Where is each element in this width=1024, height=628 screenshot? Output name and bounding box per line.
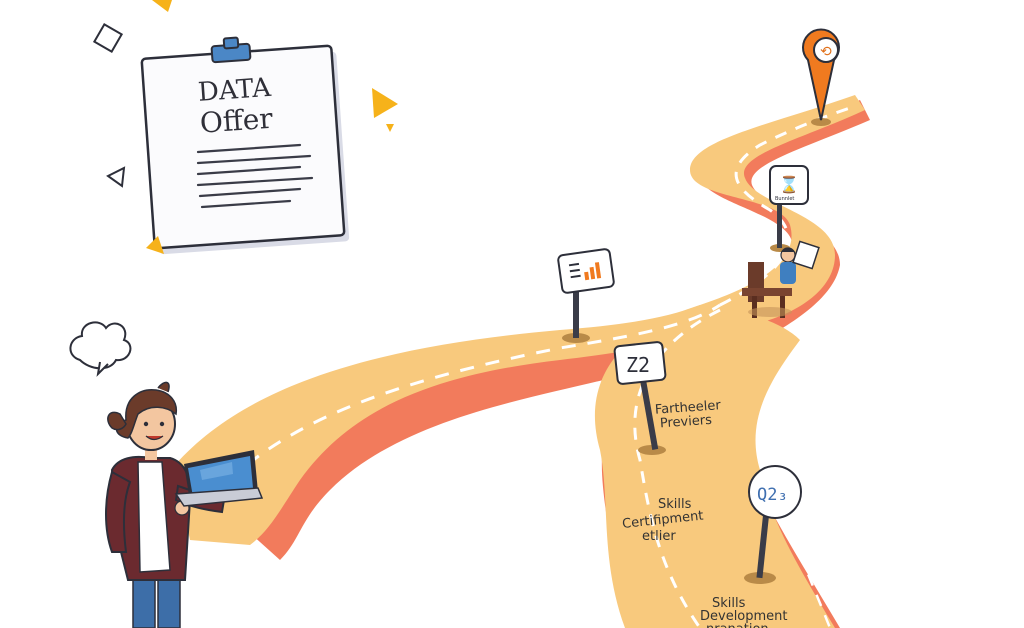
paper-clip-icon (210, 36, 252, 64)
laptop-icon (174, 450, 264, 507)
road-label-3: Skills (712, 596, 746, 611)
woman-with-laptop (105, 381, 264, 628)
lane-dashes-left (208, 303, 721, 501)
hourglass-icon: ⌛ (779, 175, 799, 194)
road-labels: Fartheeler Previers Skills Certifipment … (621, 398, 787, 628)
road-label-1b: Previers (659, 413, 712, 432)
seated-worker (742, 240, 820, 318)
mid-sign-label: Z2 (626, 353, 650, 377)
triangle-outline-icon (106, 166, 126, 188)
document-title-line2: Offer (199, 102, 275, 140)
mid-signpost: Z2 (613, 341, 667, 455)
upper-sign-caption: Bunnlet (775, 196, 794, 202)
road-lower-branch (594, 305, 835, 628)
winding-road (175, 95, 870, 628)
document-title-line1: DATA (197, 73, 273, 108)
road-label-3b: Development (700, 609, 788, 624)
target-icon: ⟲ (820, 44, 832, 60)
document-text-lines (196, 143, 314, 209)
lane-dashes-upper (719, 106, 851, 307)
decorative-shapes (92, 0, 398, 254)
bar-chart-icon (568, 262, 602, 281)
road-label-1: Fartheeler (654, 398, 721, 418)
square-outline-icon (92, 22, 124, 54)
data-offer-document: DATA Offer (140, 36, 350, 255)
road-upper-branch (690, 95, 865, 330)
chart-signpost (557, 248, 615, 343)
triangle-yellow-small-icon (386, 124, 394, 132)
lower-sign-label: Q2₃ (757, 485, 788, 505)
triangle-yellow-icon (372, 88, 398, 118)
lower-signpost: Q2₃ (744, 465, 802, 584)
destination-marker: ⟲ (802, 28, 840, 126)
road-label-2: Skills (658, 497, 692, 512)
thought-cloud-icon (69, 321, 132, 377)
lane-dashes-lower (633, 308, 721, 628)
triangle-yellow-top-icon (152, 0, 172, 12)
upper-signpost: ⌛ Bunnlet (769, 165, 809, 252)
road-label-2c: etlier (642, 529, 676, 544)
triangle-yellow-left-icon (146, 236, 164, 254)
road-label-3c: nranation (706, 622, 769, 628)
